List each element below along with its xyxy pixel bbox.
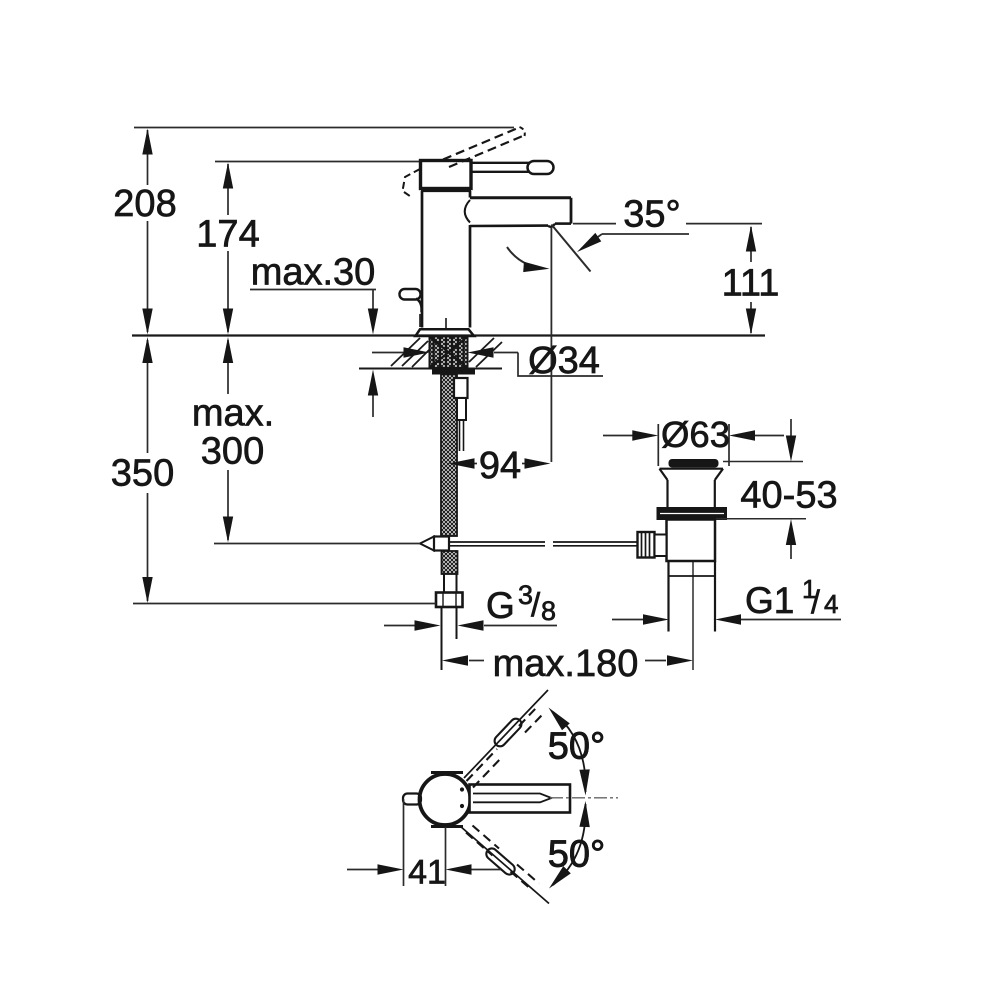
svg-text:3: 3 [518, 580, 533, 610]
svg-text:41: 41 [408, 854, 446, 892]
svg-text:50°: 50° [548, 834, 605, 876]
svg-text:35°: 35° [623, 194, 680, 236]
svg-text:/: / [531, 586, 541, 623]
svg-text:111: 111 [722, 263, 780, 305]
svg-text:max.180: max.180 [493, 643, 639, 685]
svg-text:50°: 50° [548, 726, 605, 768]
svg-text:8: 8 [541, 596, 556, 626]
svg-text:94: 94 [479, 445, 521, 487]
svg-text:/: / [811, 584, 820, 620]
svg-text:300: 300 [201, 431, 264, 473]
svg-text:max.: max. [192, 393, 274, 435]
svg-text:4: 4 [824, 589, 838, 619]
svg-text:208: 208 [113, 183, 176, 225]
svg-text:Ø63: Ø63 [661, 414, 730, 455]
svg-text:50°: 50° [548, 726, 605, 768]
svg-text:Ø34: Ø34 [528, 340, 600, 382]
svg-text:40-53: 40-53 [740, 475, 837, 517]
svg-text:G: G [486, 585, 515, 626]
svg-text:50°: 50° [548, 834, 605, 876]
svg-text:1: 1 [802, 574, 816, 604]
svg-text:max.30: max.30 [251, 252, 376, 294]
svg-text:350: 350 [111, 453, 174, 495]
svg-text:G1: G1 [745, 580, 794, 621]
svg-text:174: 174 [196, 214, 259, 256]
